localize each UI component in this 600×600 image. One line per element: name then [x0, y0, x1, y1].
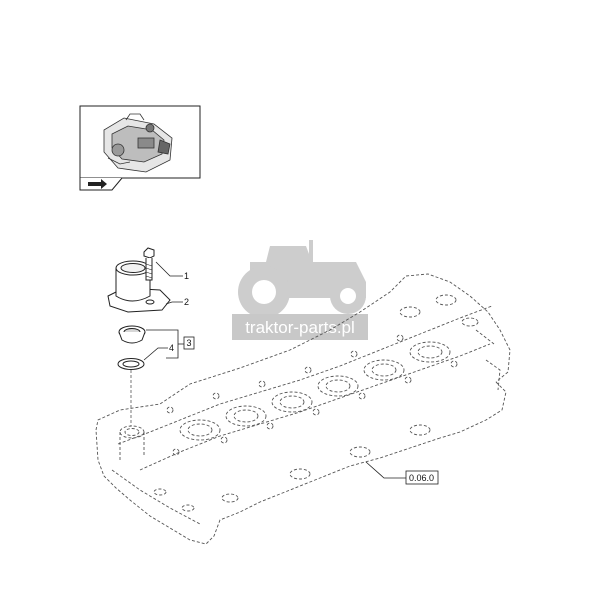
callout-4[interactable]: 4 — [143, 343, 174, 361]
callout-4-label: 4 — [169, 343, 174, 353]
callout-1-label: 1 — [184, 271, 189, 281]
thermostat — [118, 325, 146, 344]
arrow-icon — [88, 179, 107, 189]
cylinder-head — [95, 273, 511, 545]
bolt — [143, 247, 155, 281]
callout-1[interactable]: 1 — [155, 261, 189, 281]
seal-ring — [117, 358, 145, 370]
callout-3[interactable]: 3 — [146, 329, 195, 359]
callout-2[interactable]: 2 — [165, 297, 189, 307]
callout-3-label: 3 — [187, 338, 192, 348]
callout-2-label: 2 — [184, 297, 189, 307]
watermark-text: traktor-parts.pl — [245, 318, 355, 337]
reference-label: 0.06.0 — [409, 473, 434, 483]
thermostat-housing — [107, 260, 171, 313]
engine-thumbnail-image — [103, 113, 173, 173]
reference-callout[interactable]: 0.06.0 — [365, 461, 439, 485]
watermark: traktor-parts.pl — [232, 240, 368, 340]
engine-thumbnail[interactable] — [79, 105, 201, 191]
